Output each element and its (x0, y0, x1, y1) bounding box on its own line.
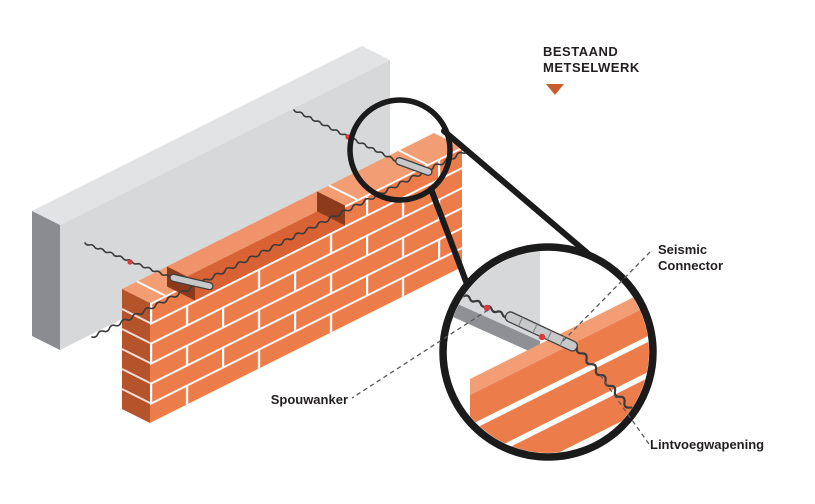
legend-line2: METSELWERK (543, 60, 640, 75)
anchor-wire-left (84, 242, 171, 278)
connector-sleeve-left (169, 273, 214, 291)
existing-wall-front-face (60, 60, 390, 350)
zoom-lintvoeg-wire (575, 346, 636, 415)
red-marker-dot (127, 259, 133, 265)
legend-bestaand-metselwerk: BESTAAND METSELWERK (543, 44, 640, 95)
bed-joint-reinforcement-wire (91, 149, 469, 339)
zoom-circle-ring (439, 243, 657, 461)
zoom-red-marker-dot (483, 304, 491, 312)
seismic-label-line1: Seismic (658, 242, 708, 257)
top-face-cross-joints (136, 149, 428, 297)
leader-lines (351, 251, 651, 445)
zoom-red-marker-dot (538, 333, 546, 341)
zoom-brick-course-1 (470, 300, 649, 425)
callout-lintvoegwapening: Lintvoegwapening (650, 437, 765, 452)
legend-arrow-icon (546, 84, 564, 95)
connector-sleeve-top (395, 157, 433, 176)
brick-mortar-pattern (150, 147, 462, 423)
anchor-wire-top (293, 109, 398, 162)
zoom-existing-wall-edge (447, 297, 540, 356)
notch-back-face (167, 191, 317, 287)
callout-spouwanker: Spouwanker (270, 392, 348, 407)
seismic-label-line2: Connector (658, 258, 723, 273)
existing-wall-end-face (32, 211, 60, 350)
leader-lintvoegwapening (599, 374, 650, 445)
existing-masonry-wall (32, 46, 390, 350)
zoom-detail-circle (439, 243, 657, 461)
zoom-brick-course-2 (470, 336, 649, 453)
leader-spouwanker (351, 309, 489, 399)
magnifier-cone (428, 128, 595, 287)
legend-line1: BESTAAND (543, 44, 619, 59)
wall-tie-anchor-left (84, 242, 214, 291)
zoom-brick-course-3 (470, 372, 649, 453)
magnifier-small-circle (347, 97, 453, 203)
existing-wall-top-face (32, 46, 390, 225)
end-face-course-joints (121, 308, 151, 404)
callout-seismic-connector: Seismic Connector (658, 242, 723, 274)
